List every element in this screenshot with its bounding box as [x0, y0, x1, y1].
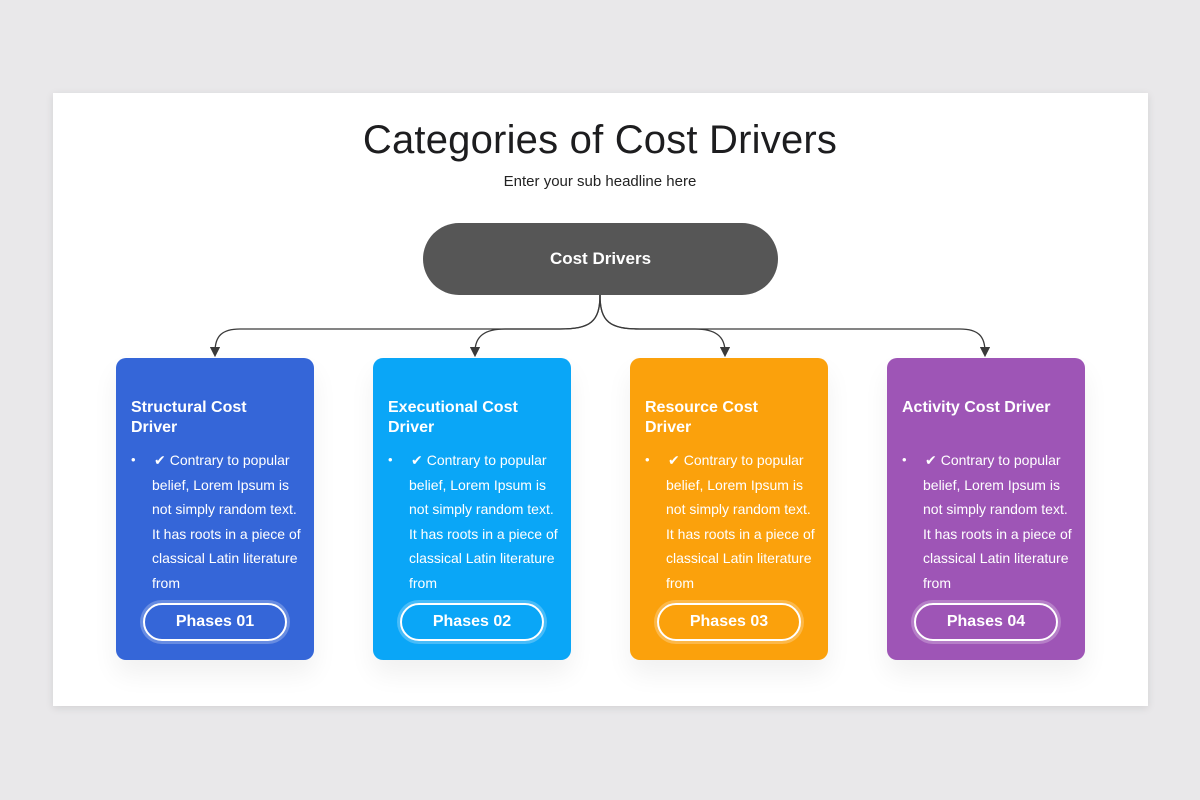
bullet-marker: •: [131, 452, 136, 467]
card-title: Activity Cost Driver: [902, 399, 1051, 416]
card-activity: Activity Cost Driver • ✔Contrary to popu…: [887, 358, 1085, 660]
check-icon: ✔: [154, 452, 166, 468]
card-title: Structural Cost Driver: [131, 399, 247, 436]
check-icon: ✔: [411, 452, 423, 468]
card-title: Resource Cost Driver: [645, 399, 758, 436]
card-body-copy: Contrary to popular belief, Lorem Ipsum …: [923, 452, 1072, 591]
page-subtitle: Enter your sub headline here: [503, 173, 697, 190]
phase-button-02[interactable]: Phases 02: [400, 603, 544, 641]
card-structural: Structural Cost Driver • ✔Contrary to po…: [116, 358, 314, 660]
card-body-copy: Contrary to popular belief, Lorem Ipsum …: [152, 452, 301, 591]
card-body-text: ✔Contrary to popular belief, Lorem Ipsum…: [666, 448, 820, 595]
phase-button-03[interactable]: Phases 03: [657, 603, 801, 641]
card-body-text: ✔Contrary to popular belief, Lorem Ipsum…: [923, 448, 1077, 595]
card-body-text: ✔Contrary to popular belief, Lorem Ipsum…: [152, 448, 306, 595]
card-body-copy: Contrary to popular belief, Lorem Ipsum …: [409, 452, 558, 591]
phase-button-04[interactable]: Phases 04: [914, 603, 1058, 641]
card-resource: Resource Cost Driver • ✔Contrary to popu…: [630, 358, 828, 660]
connector-to-card-2: [469, 294, 601, 358]
connector-to-card-4: [599, 294, 991, 358]
root-node-label: Cost Drivers: [549, 249, 652, 268]
page-title: Categories of Cost Drivers: [362, 118, 838, 162]
check-icon: ✔: [925, 452, 937, 468]
connector-to-card-3: [599, 294, 731, 358]
card-title: Executional Cost Driver: [388, 399, 518, 436]
bullet-marker: •: [645, 452, 650, 467]
bullet-marker: •: [388, 452, 393, 467]
phase-button-01[interactable]: Phases 01: [143, 603, 287, 641]
card-body-copy: Contrary to popular belief, Lorem Ipsum …: [666, 452, 815, 591]
card-body: • ✔Contrary to popular belief, Lorem Ips…: [645, 448, 820, 595]
card-body: • ✔Contrary to popular belief, Lorem Ips…: [388, 448, 563, 595]
connector-to-card-1: [209, 294, 601, 358]
card-body-text: ✔Contrary to popular belief, Lorem Ipsum…: [409, 448, 563, 595]
bullet-marker: •: [902, 452, 907, 467]
card-executional: Executional Cost Driver • ✔Contrary to p…: [373, 358, 571, 660]
check-icon: ✔: [668, 452, 680, 468]
card-body: • ✔Contrary to popular belief, Lorem Ips…: [902, 448, 1077, 595]
card-body: • ✔Contrary to popular belief, Lorem Ips…: [131, 448, 306, 595]
root-node: Cost Drivers: [423, 223, 778, 295]
